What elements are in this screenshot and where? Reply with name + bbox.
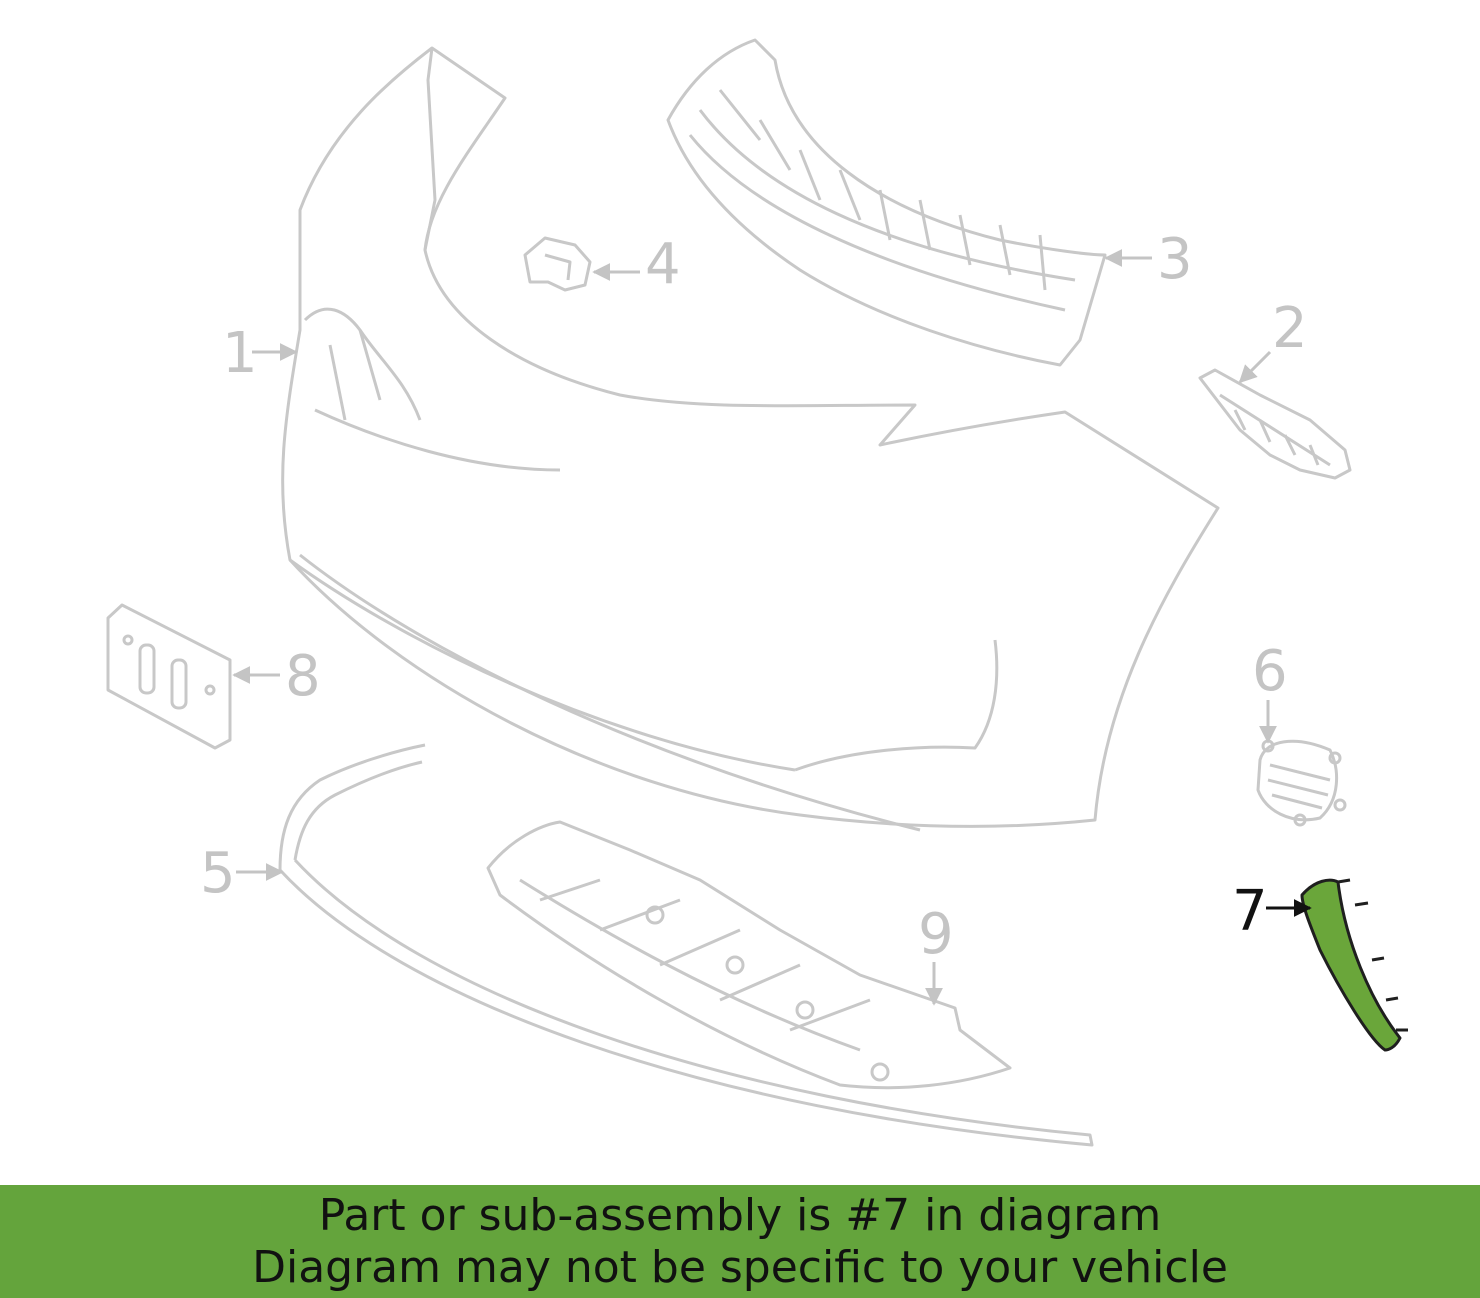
callout-2: 2 [1238,296,1308,384]
svg-text:7: 7 [1232,879,1268,944]
svg-text:6: 6 [1252,639,1288,704]
banner-line-part: Part or sub-assembly is #7 in diagram [318,1189,1162,1241]
part-4-bracket [523,236,592,292]
callout-9: 9 [918,902,954,1006]
callout-6: 6 [1252,639,1288,744]
callout-7: 7 [1232,879,1312,944]
info-banner: Part or sub-assembly is #7 in diagram Di… [0,1185,1480,1298]
part-2-side-bracket [1198,368,1352,480]
callout-3: 3 [1104,227,1193,292]
part-8-license-bracket [106,603,232,750]
svg-text:5: 5 [200,841,236,906]
callout-1: 1 [222,321,298,386]
part-5-lower-lip [278,743,1094,1147]
svg-text:4: 4 [645,232,681,297]
part-6-fog-lamp [1256,739,1347,827]
svg-text:2: 2 [1272,296,1308,361]
parts-diagram: 1 2 3 4 5 6 7 8 9 [106,38,1408,1147]
callout-8: 8 [232,644,321,709]
svg-text:9: 9 [918,902,954,967]
svg-text:1: 1 [222,321,258,386]
part-7-trim-strip [1300,878,1408,1052]
callout-5: 5 [200,841,284,906]
svg-text:3: 3 [1157,227,1193,292]
part-1-bumper-cover [281,46,1220,832]
part-9-under-cover [486,820,1012,1090]
svg-text:8: 8 [285,644,321,709]
banner-line-disclaimer: Diagram may not be specific to your vehi… [252,1241,1228,1293]
callout-4: 4 [592,232,681,297]
part-3-grille-frame [666,38,1107,367]
